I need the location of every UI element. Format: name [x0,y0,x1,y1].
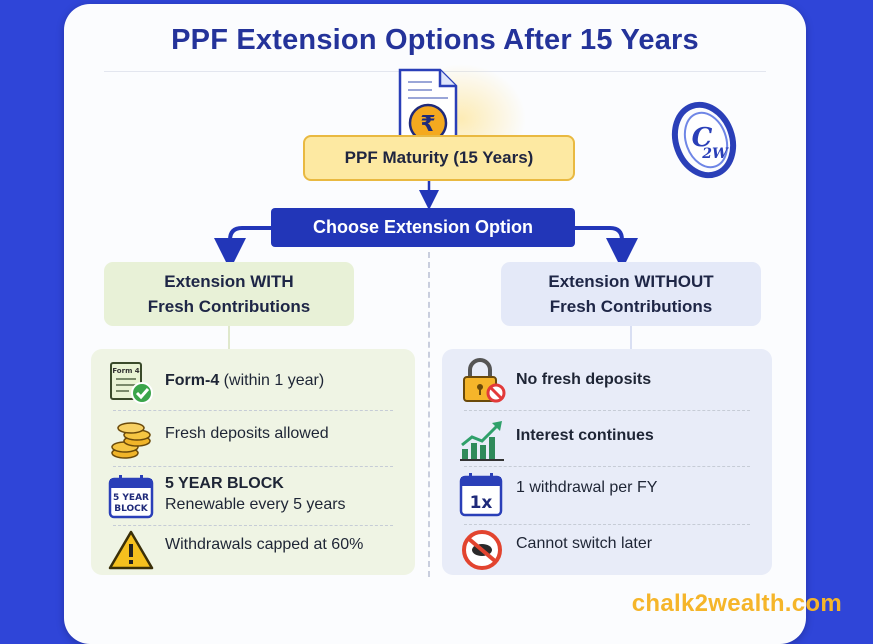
svg-text:2W: 2W [701,146,729,162]
with-contributions-panel: Form 4 Form-4 (within 1 year) Fresh depo… [91,349,415,575]
calendar-badge: 1x [470,493,493,513]
list-item: Form 4 Form-4 (within 1 year) [91,357,415,407]
row-separator [113,525,393,526]
form-check-icon: Form 4 [110,362,153,404]
item-text: Form-4 (within 1 year) [165,372,324,390]
choose-to-right-arrow [575,226,638,270]
row-separator [113,410,393,411]
item-text: Fresh deposits allowed [165,425,329,442]
svg-text:5 YEAR: 5 YEAR [113,493,149,503]
coins-icon [111,422,151,459]
no-switch-icon [462,530,502,570]
rupee-document-icon: ₹ [398,68,458,146]
calendar-1x-icon: 1x [459,473,503,517]
left-connector [228,326,230,350]
heading-line2: Fresh Contributions [147,297,311,316]
item-text: No fresh deposits [516,371,652,388]
heading-line1: Extension WITHOUT [548,272,714,291]
item-bold: Form-4 [165,372,220,389]
list-item: Withdrawals capped at 60% [91,528,415,574]
c2w-logo: C 2W [668,100,744,184]
item-rest: (within 1 year) [219,372,325,389]
row-separator [464,524,750,525]
without-contributions-heading: Extension WITHOUT Fresh Contributions [501,262,761,326]
heading-line1: Extension WITH [164,272,294,291]
choose-option-box: Choose Extension Option [271,208,575,247]
page-title: PPF Extension Options After 15 Years [171,24,699,56]
flow-arrows [214,181,638,270]
calendar-block-icon: 5 YEAR BLOCK [108,475,154,519]
item-text: Interest continues [516,427,654,444]
footer-website[interactable]: chalk2wealth.com [631,590,842,617]
list-item: Fresh deposits allowed [91,413,415,465]
list-item: 5 YEAR BLOCK 5 YEAR BLOCK Renewable ever… [91,469,415,525]
list-item: Cannot switch later [442,527,772,573]
item-text: Withdrawals capped at 60% [165,536,364,553]
list-item: No fresh deposits [442,355,772,407]
list-item: Interest continues [442,413,772,465]
without-contributions-panel: No fresh deposits Interest continues [442,349,772,575]
item-text: Cannot switch later [516,535,653,552]
item-text: 1 withdrawal per FY [516,479,658,496]
infographic-card: PPF Extension Options After 15 Years ₹ P… [64,4,806,644]
column-divider [428,252,430,577]
svg-text:BLOCK: BLOCK [114,504,149,514]
maturity-box: PPF Maturity (15 Years) [303,135,575,181]
choose-to-left-arrow [214,226,271,270]
heading-line2: Fresh Contributions [549,297,713,316]
warning-icon [108,530,154,570]
with-contributions-heading: Extension WITH Fresh Contributions [104,262,354,326]
row-separator [464,410,750,411]
svg-text:₹: ₹ [420,112,435,137]
right-connector [630,326,632,350]
row-separator [113,466,393,467]
growth-chart-icon [460,421,504,461]
row-separator [464,466,750,467]
lock-no-icon [463,358,506,403]
svg-text:C: C [692,123,713,153]
item-subtext: Renewable every 5 years [165,496,346,513]
item-bold: 5 YEAR BLOCK [165,475,284,492]
svg-text:Form 4: Form 4 [112,367,139,375]
list-item: 1x 1 withdrawal per FY [442,469,772,523]
